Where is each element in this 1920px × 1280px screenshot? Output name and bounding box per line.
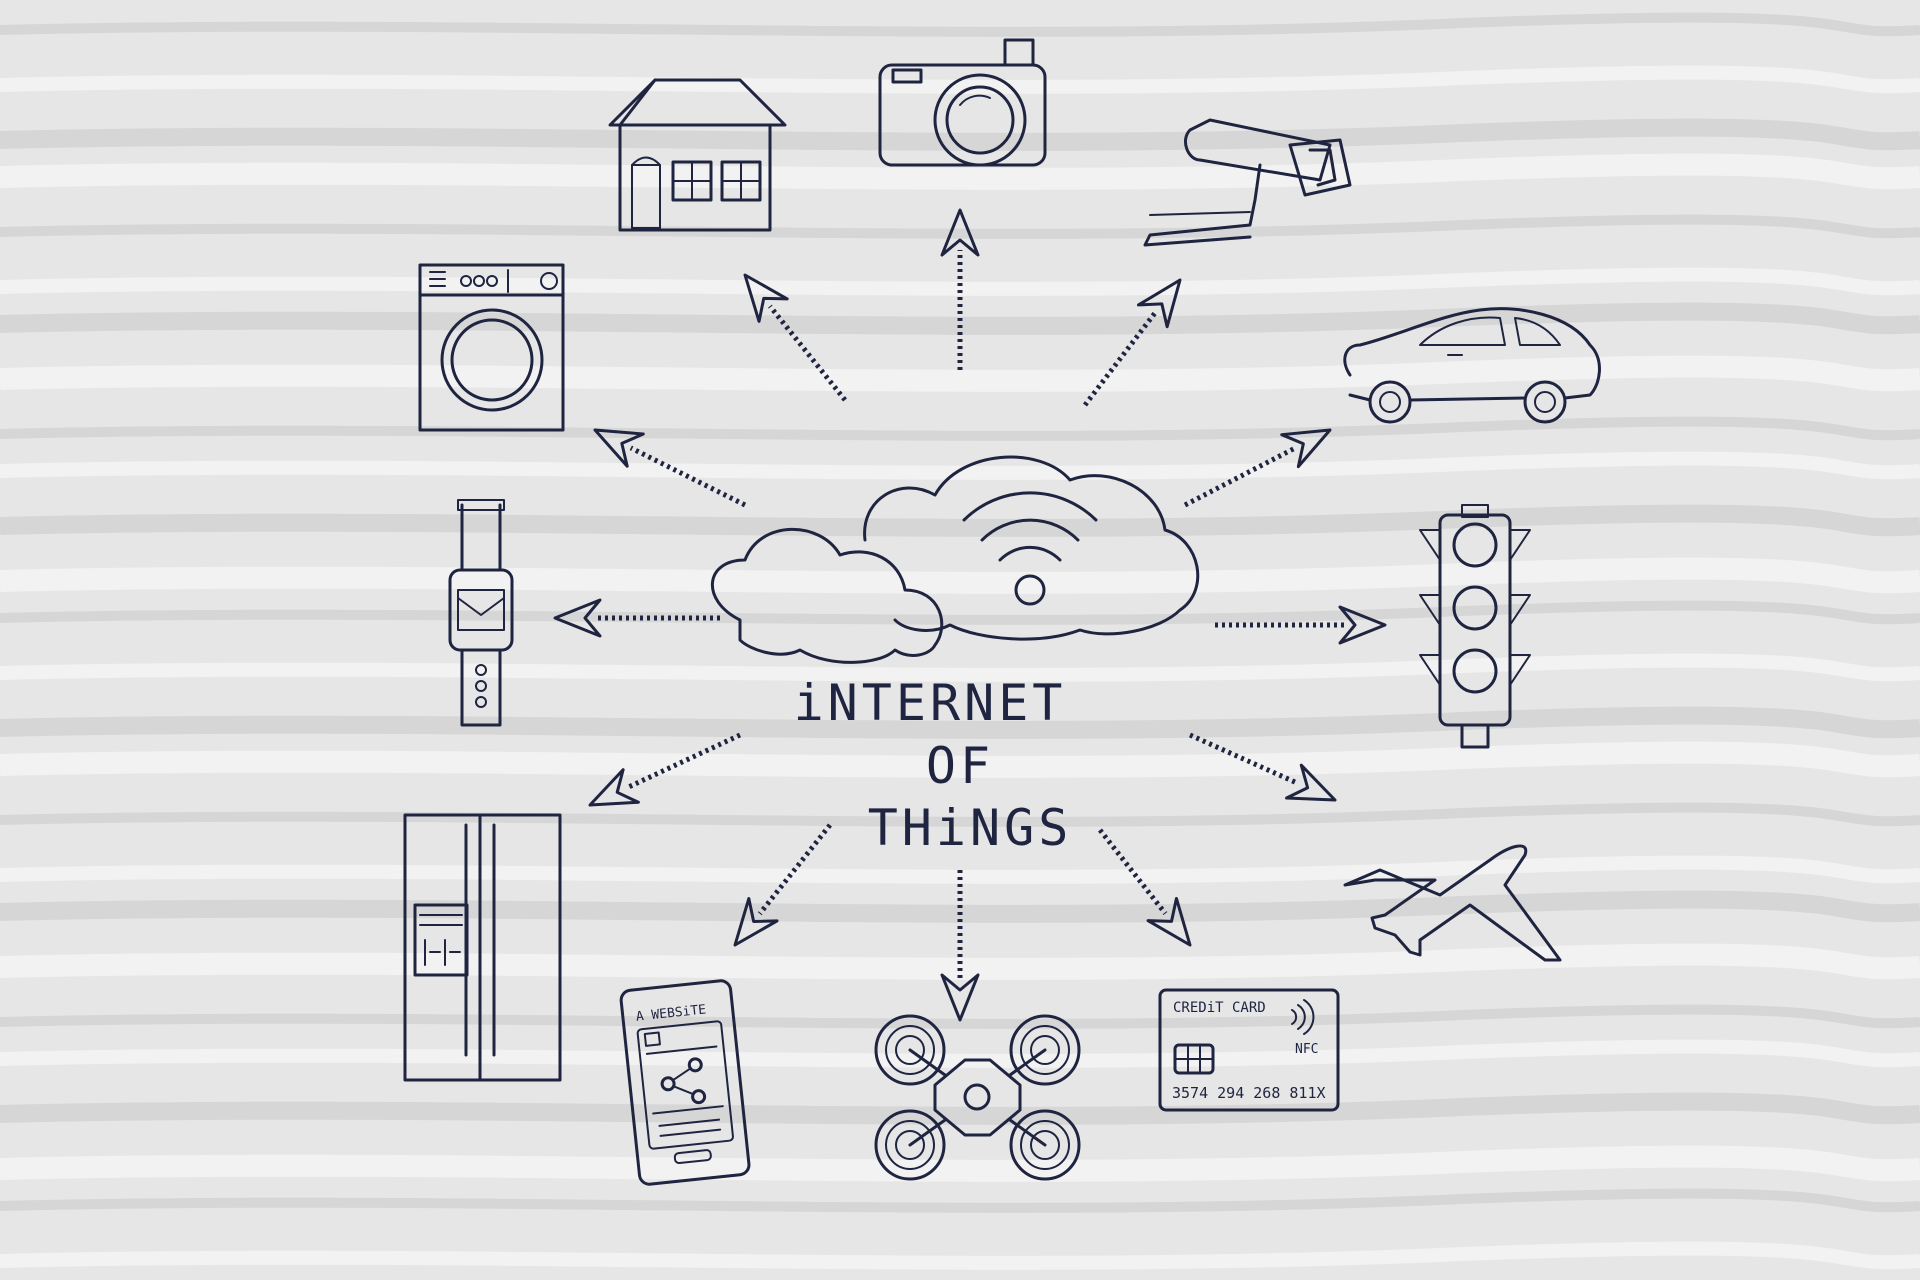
background-stripe — [0, 1188, 1920, 1213]
background-stripe — [0, 706, 1920, 739]
wifi-icon — [962, 491, 1098, 606]
card-chip-icon — [1173, 1043, 1215, 1075]
arrow-phone — [733, 823, 832, 947]
drone-rotor — [1030, 1130, 1060, 1160]
card-number: 3574 294 268 811X — [1172, 1084, 1326, 1102]
background-stripe — [0, 890, 1920, 923]
background-stripe — [0, 416, 1920, 441]
smartphone-icon: A WEBSiTE — [619, 979, 751, 1186]
background-stripe — [0, 12, 1920, 37]
background-stripe — [0, 1241, 1920, 1270]
phone-screen-header: A WEBSiTE — [635, 1002, 707, 1024]
drone-rotor — [874, 1109, 946, 1181]
washing-machine-icon — [418, 263, 565, 432]
house-icon — [608, 78, 787, 232]
diagram-title: iNTERNET OF THiNGS — [794, 674, 1073, 857]
nfc-icon — [1291, 999, 1315, 1035]
background-stripe — [0, 302, 1920, 335]
background-stripe — [0, 267, 1920, 296]
refrigerator-icon — [403, 813, 562, 1082]
background-texture — [0, 12, 1920, 1270]
background-stripe — [0, 557, 1920, 594]
airplane-icon — [1343, 844, 1562, 962]
card-label: CREDiT CARD — [1173, 1000, 1266, 1016]
title-line-3: THiNGS — [868, 799, 1073, 857]
arrow-fridge — [588, 732, 742, 807]
drone-rotor — [895, 1130, 925, 1160]
drone-rotor — [1020, 1025, 1070, 1075]
arrow-cctv — [1083, 278, 1182, 407]
background-stripe — [0, 118, 1920, 151]
drone-rotor — [1009, 1109, 1081, 1181]
drone-rotor — [1009, 1014, 1081, 1086]
title-line-1: iNTERNET — [794, 674, 1067, 732]
arrow-watch — [553, 598, 720, 638]
drone-rotor — [885, 1025, 935, 1075]
background-stripe — [0, 1092, 1920, 1125]
credit-card-icon: CREDiT CARD NFC 3574 294 268 811X — [1158, 988, 1340, 1112]
background-stripe — [0, 451, 1920, 480]
drone-rotor — [1020, 1120, 1070, 1170]
background-stripe — [0, 1145, 1920, 1182]
arrow-car — [1183, 428, 1332, 508]
drone-rotor — [874, 1014, 946, 1086]
arrow-traffic — [1215, 605, 1387, 645]
drone-rotor — [885, 1120, 935, 1170]
arrow-card — [1098, 828, 1192, 947]
background-stripe — [0, 600, 1920, 625]
background-stripe — [0, 65, 1920, 94]
arrows — [553, 208, 1387, 1022]
background-stripe — [0, 1004, 1920, 1029]
traffic-light-icon — [1419, 504, 1531, 749]
background-stripe — [0, 504, 1920, 537]
cloud-icon — [711, 455, 1200, 664]
background-stripe — [0, 153, 1920, 190]
background-stripe — [0, 355, 1920, 392]
camera-icon — [878, 38, 1047, 167]
background-stripe — [0, 653, 1920, 682]
background-stripe — [0, 943, 1920, 980]
background-stripe — [0, 214, 1920, 239]
background-stripe — [0, 802, 1920, 827]
arrow-house — [743, 273, 847, 402]
drone-icon — [874, 1014, 1081, 1181]
background-stripe — [0, 741, 1920, 778]
arrow-drone — [940, 870, 980, 1022]
smartwatch-icon — [448, 499, 514, 727]
card-nfc-label: NFC — [1295, 1042, 1318, 1057]
drone-rotor — [1030, 1035, 1060, 1065]
security-camera-icon — [1143, 118, 1352, 247]
drone-rotor — [895, 1035, 925, 1065]
car-icon — [1343, 307, 1601, 424]
arrow-camera — [940, 208, 980, 370]
arrow-plane — [1188, 732, 1337, 802]
title-line-2: OF — [926, 737, 994, 795]
background-stripe — [0, 855, 1920, 884]
arrow-washer — [593, 428, 747, 508]
share-icon — [660, 1057, 707, 1105]
background-stripe — [0, 1039, 1920, 1068]
